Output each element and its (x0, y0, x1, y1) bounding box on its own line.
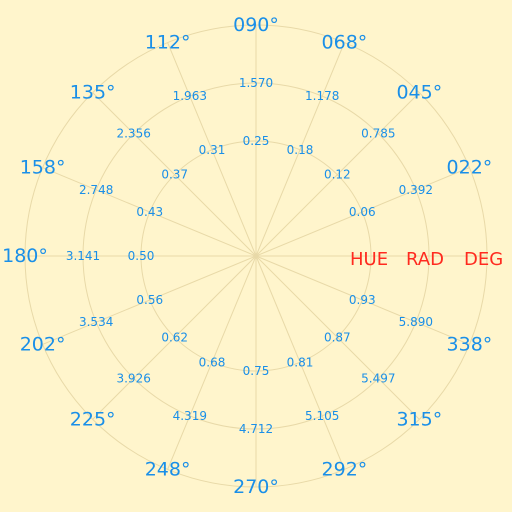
hue-label: 0.87 (324, 330, 351, 344)
deg-label: 045° (396, 82, 442, 104)
spoke-line (255, 255, 345, 470)
spoke-line (92, 92, 257, 257)
deg-label: 158° (20, 157, 66, 179)
hue-label: 0.25 (243, 134, 270, 148)
spoke-line (42, 255, 257, 345)
rad-label: 5.890 (399, 315, 433, 329)
rad-label: 2.356 (116, 127, 150, 141)
deg-label: 225° (70, 408, 116, 430)
rad-label: 2.748 (79, 183, 113, 197)
spoke-line (42, 167, 257, 257)
hue-label: 0.18 (287, 143, 314, 157)
hue-label: 0.62 (161, 330, 188, 344)
spoke-line (255, 255, 470, 345)
rad-label: 5.105 (305, 409, 339, 423)
rad-label: 0.785 (361, 127, 395, 141)
hue-label: 0.06 (349, 205, 376, 219)
rad-label: 0.392 (399, 183, 433, 197)
legend-deg: DEG (464, 249, 503, 270)
rad-label: 3.926 (116, 371, 150, 385)
rad-label: 3.534 (79, 315, 113, 329)
rad-label: 4.712 (239, 422, 273, 436)
hue-label: 0.31 (199, 143, 226, 157)
rad-label: 4.319 (173, 409, 207, 423)
rad-label: 1.963 (173, 89, 207, 103)
legend-rad: RAD (406, 249, 444, 270)
spoke-line (255, 167, 470, 257)
deg-label: 022° (447, 157, 493, 179)
rad-label: 1.178 (305, 89, 339, 103)
spoke-line (167, 42, 257, 257)
deg-label: 248° (145, 458, 191, 480)
hue-label: 0.43 (136, 205, 163, 219)
deg-label: 112° (145, 32, 191, 54)
spokes (25, 25, 487, 487)
hue-label: 0.12 (324, 168, 351, 182)
rad-label: 3.141 (66, 249, 100, 263)
spoke-line (167, 255, 257, 470)
spoke-line (255, 92, 420, 257)
hue-label: 0.93 (349, 293, 376, 307)
deg-label: 090° (233, 14, 279, 36)
deg-label: 202° (20, 333, 66, 355)
hue-label: 0.75 (243, 364, 270, 378)
deg-label: 180° (2, 245, 48, 267)
rad-label: 5.497 (361, 371, 395, 385)
deg-label: 292° (322, 458, 368, 480)
deg-label: 135° (70, 82, 116, 104)
legend: HUE RAD DEG (350, 249, 503, 270)
spoke-line (92, 255, 257, 420)
spoke-line (255, 255, 420, 420)
labels: 0.06 0.392 022° 0.12 0.785 045° 0.18 1.178 068° 0… (2, 14, 492, 498)
deg-label: 068° (322, 32, 368, 54)
rad-label: 1.570 (239, 76, 273, 90)
hue-label: 0.37 (161, 168, 188, 182)
hue-label: 0.81 (287, 355, 314, 369)
spoke-line (255, 42, 345, 257)
deg-label: 338° (447, 333, 493, 355)
legend-hue: HUE (350, 249, 388, 270)
deg-label: 270° (233, 476, 279, 498)
hue-label: 0.50 (128, 249, 155, 263)
hue-label: 0.68 (199, 355, 226, 369)
hue-label: 0.56 (136, 293, 163, 307)
deg-label: 315° (396, 408, 442, 430)
